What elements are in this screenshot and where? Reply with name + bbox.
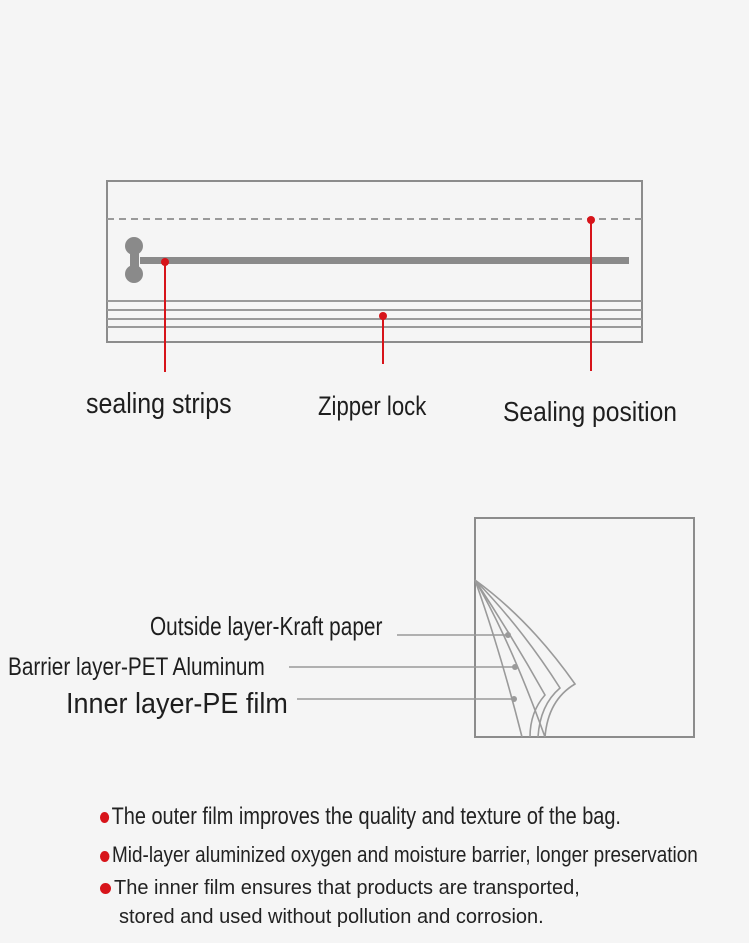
zipper-lock-pointer-dot xyxy=(379,312,387,320)
sealing-position-pointer-dot xyxy=(587,216,595,224)
inner-layer-dot xyxy=(511,696,517,702)
zipper-profile-stem xyxy=(130,246,139,274)
note-inner-film: The inner film ensures that products are… xyxy=(100,874,580,932)
note-mid-layer: Mid-layer aluminized oxygen and moisture… xyxy=(100,842,698,868)
zipper-lock-label: Zipper lock xyxy=(318,391,427,421)
outside-layer-label: Outside layer-Kraft paper xyxy=(150,611,383,641)
barrier-layer-label: Barrier layer-PET Aluminum xyxy=(8,653,265,681)
note-inner-film-line2: stored and used without pollution and co… xyxy=(119,906,544,928)
peel-curve-back xyxy=(474,579,523,738)
note-mid-layer-text: Mid-layer aluminized oxygen and moisture… xyxy=(112,842,698,867)
zipper-diagram xyxy=(106,180,643,372)
barrier-layer-dot xyxy=(512,664,518,670)
inner-layer-label: Inner layer-PE film xyxy=(66,688,288,720)
note-outer-film: The outer film improves the quality and … xyxy=(100,803,621,831)
layers-diagram xyxy=(289,517,695,738)
sealing-position-label: Sealing position xyxy=(503,396,677,427)
peel-curve-middle xyxy=(474,579,562,738)
sealing-strips-pointer-dot xyxy=(161,258,169,266)
peel-curve-outer xyxy=(474,579,546,738)
note-outer-film-text: The outer film improves the quality and … xyxy=(111,803,621,830)
peel-curve-front xyxy=(474,579,577,738)
bullet-dot xyxy=(100,883,111,895)
sealing-strips-label: sealing strips xyxy=(86,388,232,420)
peel-curve-inner xyxy=(474,579,546,738)
outside-layer-dot xyxy=(505,632,511,638)
zipper-strip xyxy=(140,257,629,264)
bullet-dot xyxy=(100,850,110,862)
film-sheet xyxy=(474,517,695,738)
bullet-dot xyxy=(100,812,110,824)
note-inner-film-line1: The inner film ensures that products are… xyxy=(114,877,580,899)
bag-top-outline xyxy=(106,180,643,343)
